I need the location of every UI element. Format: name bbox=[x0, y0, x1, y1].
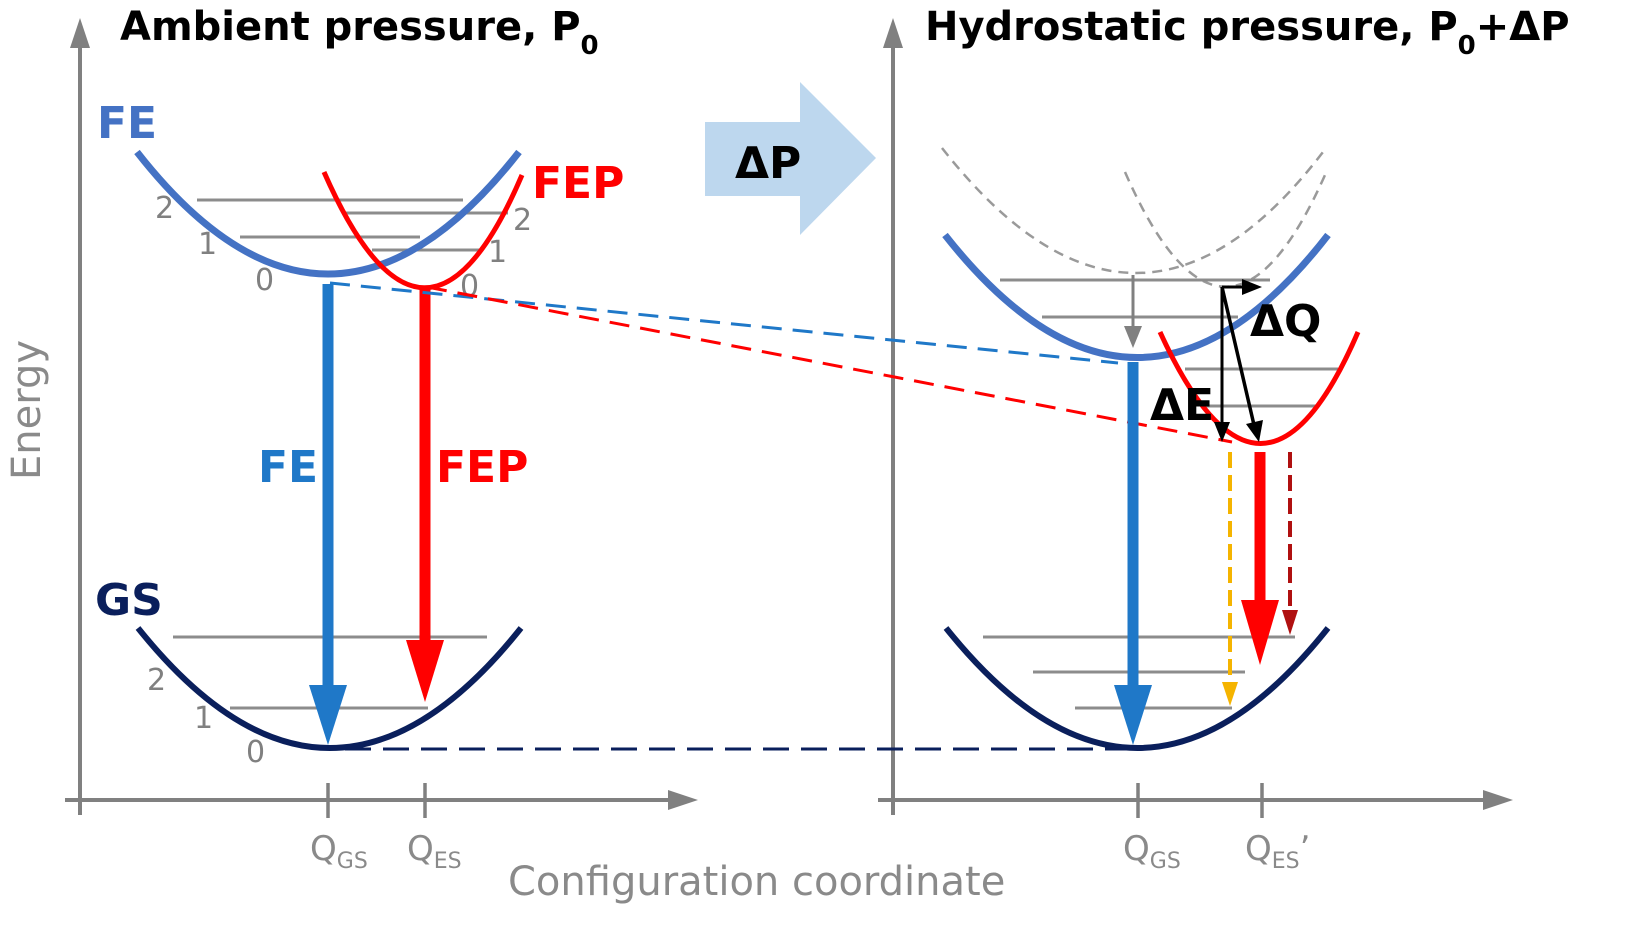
fe-transition-label: FE bbox=[258, 442, 318, 493]
fep-transition-label: FEP bbox=[436, 442, 528, 493]
fe-curve-label: FE bbox=[97, 98, 157, 149]
fep-minimum-connector bbox=[426, 285, 1233, 444]
y-axis-right-arrowhead bbox=[883, 18, 903, 48]
fep-level-label-0: 0 bbox=[460, 269, 479, 304]
tick-label-qes-left: QES bbox=[407, 829, 462, 874]
right-vibrational-levels bbox=[983, 278, 1338, 710]
fep-curve-right bbox=[1157, 330, 1361, 446]
fe-transition-arrow-right bbox=[1114, 362, 1152, 745]
darkred-dashed-head bbox=[1282, 610, 1298, 635]
fep-transition-arrow bbox=[406, 288, 444, 702]
fe-curve-right bbox=[942, 232, 1331, 361]
delta-e-label: ΔE bbox=[1150, 380, 1214, 431]
gs-curve-left bbox=[135, 626, 524, 751]
fe-transition-arrow bbox=[309, 284, 347, 745]
delta-q-arrow bbox=[1222, 279, 1262, 295]
x-axis-label: Configuration coordinate bbox=[508, 859, 1005, 905]
delta-q-label: ΔQ bbox=[1250, 296, 1321, 347]
y-axis-label: Energy bbox=[4, 340, 50, 480]
fep-transition-arrow-right bbox=[1241, 452, 1279, 665]
y-axis-left-arrowhead bbox=[70, 18, 90, 48]
pressure-arrow-shape bbox=[705, 82, 876, 235]
left-panel-title: Ambient pressure, P0 bbox=[120, 4, 599, 61]
fe-transition-head bbox=[309, 685, 347, 745]
fe-reference-curve bbox=[941, 147, 1327, 275]
delta-e-head bbox=[1214, 422, 1230, 442]
pressure-arrow: ΔP bbox=[705, 82, 876, 235]
pressure-arrow-label: ΔP bbox=[735, 138, 801, 189]
fe-level-label-2: 2 bbox=[155, 191, 174, 226]
fe-shift-arrow bbox=[1124, 275, 1142, 348]
fep-transition-head bbox=[406, 640, 444, 702]
fep-level-label-2: 2 bbox=[513, 203, 532, 238]
fe-minimum-connector bbox=[329, 281, 1119, 365]
tick-label-qgs-right: QGS bbox=[1123, 829, 1181, 874]
fep-level-label-1: 1 bbox=[488, 235, 507, 270]
gs-level-label-1: 1 bbox=[194, 701, 213, 736]
displacement-head bbox=[1246, 420, 1263, 442]
tick-label-qgs-left: QGS bbox=[310, 829, 368, 874]
gs-curve-label: GS bbox=[95, 575, 163, 626]
gs-level-label-2: 2 bbox=[147, 663, 166, 698]
axes bbox=[65, 18, 1513, 818]
fep-curve-left bbox=[321, 170, 525, 291]
fep-transition-right-head bbox=[1241, 600, 1279, 665]
orange-dashed-head bbox=[1222, 682, 1238, 706]
gs-level-label-0: 0 bbox=[246, 735, 265, 770]
fe-shift-head bbox=[1124, 326, 1142, 348]
delta-q-head bbox=[1242, 279, 1262, 295]
darkred-dashed-transition bbox=[1282, 452, 1298, 635]
orange-dashed-transition bbox=[1222, 452, 1238, 706]
right-panel-title: Hydrostatic pressure, P0+ΔP bbox=[925, 4, 1570, 61]
fe-transition-right-head bbox=[1114, 685, 1152, 745]
displacement-shaft bbox=[1220, 286, 1256, 426]
fe-curve-left bbox=[134, 149, 522, 278]
delta-e-arrow bbox=[1214, 287, 1230, 442]
displacement-arrow bbox=[1220, 286, 1263, 442]
fe-level-label-1: 1 bbox=[198, 227, 217, 262]
tick-label-qes-right: QES’ bbox=[1245, 829, 1310, 874]
fep-curve-label: FEP bbox=[532, 158, 624, 209]
x-axis-right-arrowhead bbox=[1483, 790, 1513, 810]
gs-curve-right bbox=[943, 626, 1331, 751]
x-axis-left-arrowhead bbox=[668, 790, 698, 810]
fe-level-label-0: 0 bbox=[255, 263, 274, 298]
